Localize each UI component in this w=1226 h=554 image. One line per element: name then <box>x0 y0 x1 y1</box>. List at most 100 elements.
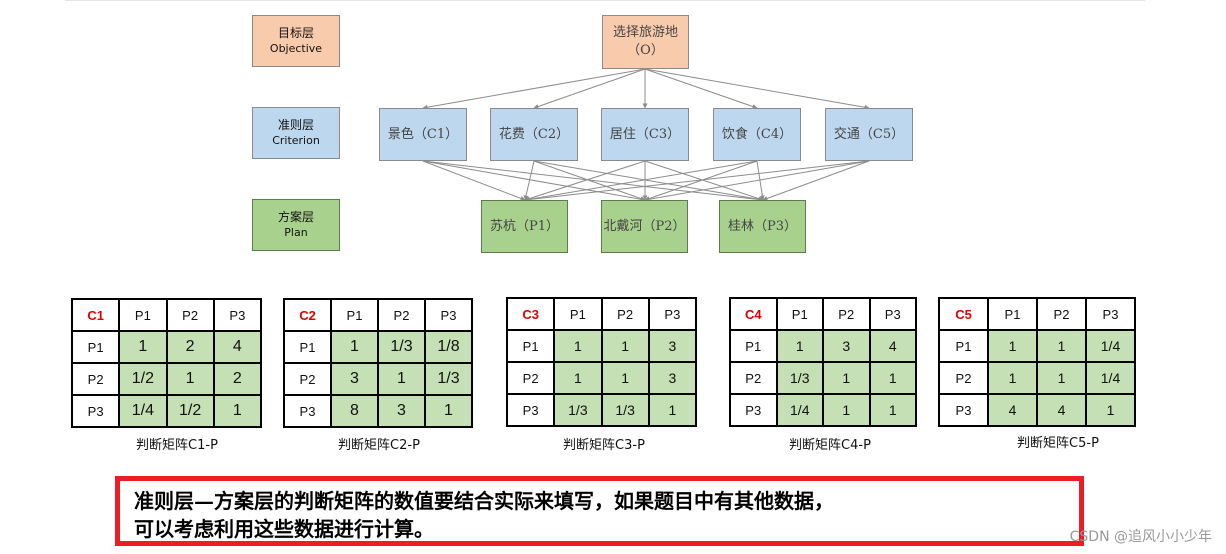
plan-node-label: 苏杭（P1） <box>489 218 560 234</box>
note-line-2: 可以考虑利用这些数据进行计算。 <box>134 517 434 541</box>
matrix-cell: 1 <box>600 329 650 363</box>
matrix-cell: 1/4 <box>1085 329 1136 363</box>
criterion-2-to-plan-3-arrow <box>533 160 764 202</box>
matrix-row-header: P3 <box>283 394 332 428</box>
plan-node-p3: 桂林（P3） <box>719 200 806 253</box>
hierarchy-connectors <box>422 68 870 202</box>
note-box: 准则层—方案层的判断矩阵的数值要结合实际来填写，如果题目中有其他数据， 可以考虑… <box>115 476 1084 546</box>
matrix-row-header: P1 <box>283 330 332 364</box>
matrix-col-header: P3 <box>424 298 473 332</box>
criterion-layer-zh: 准则层 <box>277 118 314 133</box>
matrix-cell: 2 <box>212 362 263 396</box>
plan-node-p2: 北戴河（P2） <box>601 200 688 253</box>
matrix-cell: 2 <box>165 330 215 364</box>
matrix-col-header: P2 <box>377 298 426 332</box>
matrix-corner-label: C5 <box>938 297 989 331</box>
matrix-cell: 3 <box>822 329 871 363</box>
matrix-row-header: P3 <box>729 393 778 427</box>
matrix-row-header: P2 <box>283 362 332 396</box>
criterion-node-c5: 交通（C5） <box>825 108 913 161</box>
matrix-cell: 1 <box>553 361 603 395</box>
matrix-col-header: P2 <box>165 298 215 332</box>
matrix-cell: 1 <box>553 329 603 363</box>
criterion-node-c4: 饮食（C4） <box>713 108 801 161</box>
judgment-matrix-c3: C3 P1 P2 P3 P1 1 1 3 P2 1 1 3 P3 1/3 1/3… <box>505 297 698 427</box>
matrix-cell: 1 <box>330 330 379 364</box>
objective-layer-en: Objective <box>269 41 323 55</box>
goal-to-criterion-arrow-2 <box>533 68 646 109</box>
criterion-1-to-plan-2-arrow <box>422 160 646 202</box>
matrix-cell: 1 <box>647 393 698 427</box>
matrix-row-header: P2 <box>70 362 121 396</box>
matrix-cell: 1 <box>868 361 917 395</box>
objective-layer-label: 目标层 Objective <box>252 15 340 67</box>
matrix-cell: 1/3 <box>600 393 650 427</box>
matrix-cell: 1 <box>987 361 1038 395</box>
matrix-cell: 1/3 <box>553 393 603 427</box>
matrix-caption-c4: 判断矩阵C4-P <box>789 438 871 453</box>
judgment-matrix-c1: C1 P1 P2 P3 P1 1 2 4 P2 1/2 1 2 P3 1/4 1… <box>70 298 263 428</box>
plan-node-label: 北戴河（P2） <box>603 218 686 234</box>
criterion-node-c2: 花费（C2） <box>490 108 578 161</box>
matrix-cell: 1/3 <box>377 330 426 364</box>
matrix-row-header: P1 <box>938 329 989 363</box>
goal-node: 选择旅游地 （O） <box>602 15 689 69</box>
plan-layer-en: Plan <box>284 225 308 239</box>
matrix-cell: 1 <box>1036 329 1087 363</box>
matrix-cell: 1 <box>212 394 263 428</box>
matrix-cell: 1 <box>775 329 824 363</box>
matrix-row-header: P2 <box>729 361 778 395</box>
matrix-col-header: P3 <box>647 297 698 331</box>
objective-layer-zh: 目标层 <box>277 26 314 41</box>
matrix-cell: 4 <box>1036 393 1087 427</box>
matrix-cell: 1 <box>165 362 215 396</box>
judgment-matrix-c2: C2 P1 P2 P3 P1 1 1/3 1/8 P2 3 1 1/3 P3 8… <box>283 298 473 428</box>
criterion-node-label: 交通（C5） <box>833 126 905 142</box>
matrix-cell: 1 <box>377 362 426 396</box>
matrix-cell: 1/4 <box>118 394 168 428</box>
matrix-cell: 1/3 <box>424 362 473 396</box>
criterion-1-to-plan-1-arrow <box>422 160 526 201</box>
criterion-node-c1: 景色（C1） <box>379 108 467 161</box>
criterion-layer-label: 准则层 Criterion <box>252 107 340 159</box>
goal-code: （O） <box>627 43 664 58</box>
matrix-col-header: P3 <box>1085 297 1136 331</box>
matrix-cell: 3 <box>330 362 379 396</box>
goal-to-criterion-arrow-1 <box>422 68 646 110</box>
matrix-col-header: P3 <box>868 297 917 331</box>
criterion-2-to-plan-2-arrow <box>533 160 646 201</box>
plan-node-p1: 苏杭（P1） <box>481 200 568 253</box>
matrix-corner-label: C4 <box>729 297 778 331</box>
matrix-cell: 1/2 <box>165 394 215 428</box>
matrix-cell: 1/4 <box>775 393 824 427</box>
goal-to-criterion-arrow-4 <box>644 68 758 109</box>
matrix-col-header: P2 <box>822 297 871 331</box>
matrix-cell: 1 <box>600 361 650 395</box>
matrix-col-header: P1 <box>330 298 379 332</box>
goal-to-criterion-arrow-5 <box>644 68 870 110</box>
plan-layer-label: 方案层 Plan <box>252 199 340 251</box>
matrix-row-header: P3 <box>505 393 556 427</box>
watermark: CSDN @追风小小少年 <box>1069 529 1212 545</box>
matrix-cell: 1/2 <box>118 362 168 396</box>
matrix-row-header: P3 <box>938 393 989 427</box>
criterion-4-to-plan-1-arrow <box>524 160 758 202</box>
note-line-1: 准则层—方案层的判断矩阵的数值要结合实际来填写，如果题目中有其他数据， <box>134 489 834 513</box>
matrix-row-header: P2 <box>938 361 989 395</box>
criterion-5-to-plan-1-arrow <box>524 160 870 202</box>
judgment-matrix-c4: C4 P1 P2 P3 P1 1 3 4 P2 1/3 1 1 P3 1/4 1… <box>729 297 917 427</box>
criterion-1-to-plan-3-arrow <box>422 160 764 202</box>
matrix-col-header: P1 <box>987 297 1038 331</box>
criterion-node-label: 花费（C2） <box>498 126 570 142</box>
matrix-cell: 1 <box>1036 361 1087 395</box>
criterion-5-to-plan-2-arrow <box>644 160 870 202</box>
matrix-col-header: P1 <box>553 297 603 331</box>
matrix-caption-c3: 判断矩阵C3-P <box>563 438 645 453</box>
matrix-corner-label: C1 <box>70 298 121 332</box>
judgment-matrix-c5: C5 P1 P2 P3 P1 1 1 1/4 P2 1 1 1/4 P3 4 4… <box>938 297 1136 427</box>
matrix-cell: 3 <box>647 361 698 395</box>
matrix-cell: 1/3 <box>775 361 824 395</box>
top-divider <box>65 0 1145 1</box>
plan-layer-zh: 方案层 <box>277 210 314 225</box>
matrix-cell: 4 <box>868 329 917 363</box>
